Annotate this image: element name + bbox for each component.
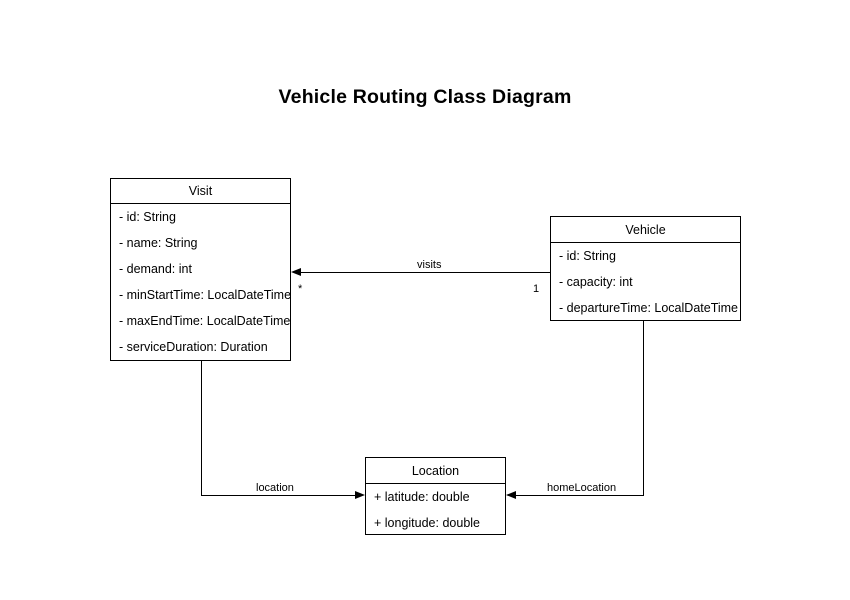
class-name-vehicle: Vehicle xyxy=(551,217,740,243)
attribute-row: - id: String xyxy=(559,249,616,263)
attribute-row: - demand: int xyxy=(119,262,192,276)
class-attributes-visit: - id: String - name: String - demand: in… xyxy=(111,204,292,360)
class-attributes-location: + latitude: double + longitude: double xyxy=(366,484,505,536)
location-arrowhead-icon xyxy=(355,490,365,499)
class-box-vehicle[interactable]: Vehicle - id: String - capacity: int - d… xyxy=(550,216,741,321)
visits-multiplicity-target: * xyxy=(298,283,303,295)
homelocation-arrowhead-icon xyxy=(506,490,516,499)
visits-arrowhead-icon xyxy=(291,267,301,276)
class-name-location: Location xyxy=(366,458,505,484)
attribute-row: - minStartTime: LocalDateTime xyxy=(119,288,292,302)
class-box-location[interactable]: Location + latitude: double + longitude:… xyxy=(365,457,506,535)
attribute-row: - name: String xyxy=(119,236,198,250)
visits-association-label: visits xyxy=(414,259,445,271)
attribute-row: - id: String xyxy=(119,210,176,224)
attribute-row: - departureTime: LocalDateTime xyxy=(559,301,739,315)
attribute-row: + longitude: double xyxy=(374,516,480,530)
attribute-row: - capacity: int xyxy=(559,275,633,289)
class-box-visit[interactable]: Visit - id: String - name: String - dema… xyxy=(110,178,291,361)
visits-association-line xyxy=(297,272,550,273)
class-name-visit: Visit xyxy=(111,179,290,204)
visits-multiplicity-source: 1 xyxy=(533,283,540,295)
attribute-row: - maxEndTime: LocalDateTime xyxy=(119,314,291,328)
homelocation-association-line-horizontal xyxy=(512,495,644,496)
location-association-line-horizontal xyxy=(201,495,359,496)
page-title: Vehicle Routing Class Diagram xyxy=(278,86,572,108)
homelocation-association-line-vertical xyxy=(643,321,644,496)
location-association-line-vertical xyxy=(201,361,202,496)
homelocation-association-label: homeLocation xyxy=(544,482,620,494)
class-attributes-vehicle: - id: String - capacity: int - departure… xyxy=(551,243,740,321)
attribute-row: + latitude: double xyxy=(374,490,470,504)
attribute-row: - serviceDuration: Duration xyxy=(119,340,268,354)
location-association-label: location xyxy=(253,482,297,494)
